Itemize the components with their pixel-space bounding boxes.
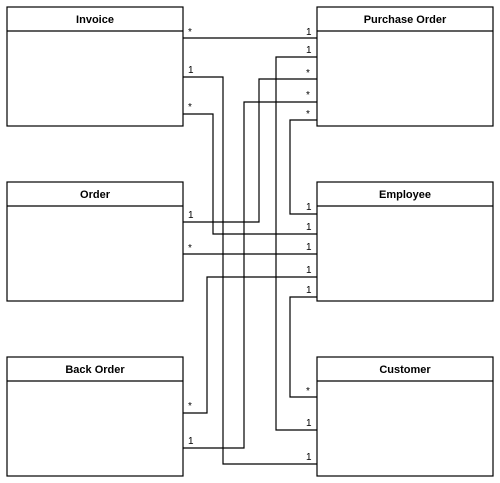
class-back-order[interactable]: Back Order: [6, 356, 184, 477]
class-purchase-order[interactable]: Purchase Order: [316, 6, 494, 127]
multiplicity-purchase-order-customer-to: 1: [306, 418, 312, 429]
multiplicity-invoice-purchase-order-from: *: [188, 27, 192, 38]
association-line-customer-employee: [289, 296, 317, 398]
class-order[interactable]: Order: [6, 181, 184, 302]
multiplicity-order-purchase-order-to: *: [306, 68, 310, 79]
association-line-invoice-employee: [183, 113, 317, 235]
multiplicity-invoice-customer-from: 1: [188, 65, 194, 76]
class-name-order: Order: [80, 189, 111, 201]
association-line-invoice-customer: [183, 76, 317, 465]
multiplicity-order-employee-to: 1: [306, 242, 312, 253]
multiplicity-back-order-employee-to: 1: [306, 265, 312, 276]
multiplicity-order-employee-from: *: [188, 243, 192, 254]
class-name-back-order: Back Order: [65, 364, 125, 376]
association-line-back-order-purchase-order: [183, 101, 317, 449]
multiplicity-order-purchase-order-from: 1: [188, 210, 194, 221]
multiplicity-invoice-employee-to: 1: [306, 222, 312, 233]
class-customer[interactable]: Customer: [316, 356, 494, 477]
association-line-purchase-order-customer: [275, 56, 317, 431]
association-line-order-purchase-order: [183, 78, 317, 223]
association-line-purchase-order-employee: [289, 119, 317, 215]
multiplicity-customer-employee-to: 1: [306, 285, 312, 296]
multiplicity-purchase-order-employee-to: 1: [306, 202, 312, 213]
class-name-customer: Customer: [379, 364, 431, 376]
class-name-purchase-order: Purchase Order: [364, 14, 447, 26]
multiplicity-customer-employee-from: *: [306, 386, 310, 397]
multiplicity-purchase-order-employee-from: *: [306, 109, 310, 120]
association-line-back-order-employee: [183, 276, 317, 414]
multiplicity-purchase-order-customer-from: 1: [306, 45, 312, 56]
multiplicity-invoice-purchase-order-to: 1: [306, 27, 312, 38]
multiplicity-back-order-purchase-order-to: *: [306, 90, 310, 101]
class-name-employee: Employee: [379, 189, 431, 201]
class-employee[interactable]: Employee: [316, 181, 494, 302]
multiplicity-invoice-employee-from: *: [188, 102, 192, 113]
multiplicity-invoice-customer-to: 1: [306, 452, 312, 463]
class-invoice[interactable]: Invoice: [6, 6, 184, 127]
multiplicity-back-order-purchase-order-from: 1: [188, 436, 194, 447]
class-name-invoice: Invoice: [76, 14, 114, 26]
multiplicity-back-order-employee-from: *: [188, 401, 192, 412]
